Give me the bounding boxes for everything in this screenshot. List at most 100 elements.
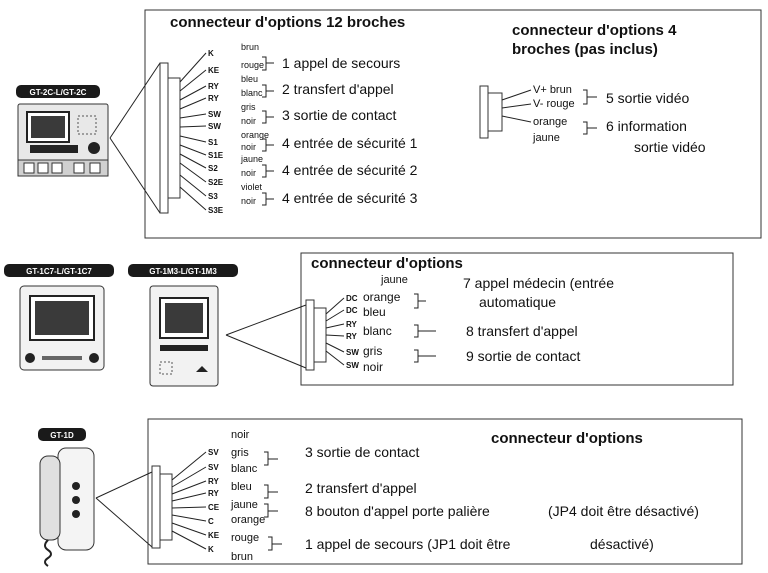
pin: RY	[208, 94, 219, 103]
pin: S2E	[208, 178, 224, 187]
function-labels: 7 appel médecin (entrée automatique 8 tr…	[463, 275, 614, 364]
pin: SW	[346, 361, 359, 370]
wire-color: noir	[241, 116, 256, 126]
function-label: 1 appel de secours	[282, 55, 400, 71]
sub-function: 6 information	[606, 118, 687, 134]
function-label: 8 transfert d'appel	[466, 323, 578, 339]
wire-lines	[171, 451, 207, 550]
pin: RY	[208, 477, 219, 486]
sub-wire: V+ brun	[533, 84, 572, 96]
pin-labels: K KE RY RY SW SW S1 S1E S2 S2E S3 S3E	[208, 49, 224, 215]
wire-color: noir	[241, 196, 256, 206]
connector-body	[159, 62, 169, 214]
wire-color: orange	[363, 290, 401, 304]
sub-function: 5 sortie vidéo	[606, 90, 689, 106]
wire-color: orange	[231, 514, 265, 526]
wire-color: brun	[241, 42, 259, 52]
wire-lines	[179, 52, 207, 211]
wire-color: noir	[231, 429, 250, 441]
sub-function: sortie vidéo	[634, 139, 706, 155]
pin: RY	[208, 82, 219, 91]
brackets	[264, 451, 282, 551]
connector-body	[305, 299, 315, 371]
pin: SW	[346, 348, 359, 357]
model-label: GT-1D	[50, 431, 74, 440]
pin: RY	[208, 489, 219, 498]
wire-color: rouge	[241, 60, 264, 70]
function-label: automatique	[479, 294, 556, 310]
pin: K	[208, 545, 214, 554]
model-badge	[16, 85, 100, 98]
wire-color: noir	[363, 360, 383, 374]
brackets	[262, 56, 274, 206]
wire-lines	[325, 297, 345, 366]
connector-body	[151, 465, 161, 549]
wire-color: jaune	[230, 499, 258, 511]
gt-1m3-device	[149, 285, 219, 387]
function-labels: 3 sortie de contact 2 transfert d'appel …	[305, 444, 699, 552]
pin: DC	[346, 306, 358, 315]
sub-title-2: broches (pas inclus)	[512, 41, 658, 58]
panel-gt-1d: GT-1D connecteur d'options SV SV RY RY C…	[38, 418, 743, 567]
panel1-title: connecteur d'options 12 broches	[170, 14, 405, 31]
panel3-title: connecteur d'options	[491, 430, 643, 447]
sub-wire: V- rouge	[533, 98, 575, 110]
sub-connector-4pin: connecteur d'options 4 broches (pas incl…	[479, 22, 706, 155]
wire-color: brun	[231, 551, 253, 563]
pin: S1E	[208, 151, 224, 160]
wire-color: noir	[241, 168, 256, 178]
panel3-frame	[147, 418, 743, 565]
function-label: 8 bouton d'appel porte palière	[305, 503, 490, 519]
wire-color: rouge	[231, 532, 259, 544]
panel2-frame	[300, 252, 734, 386]
model-badge	[4, 264, 114, 277]
pin: SV	[208, 463, 219, 472]
wire-color: noir	[241, 142, 256, 152]
wire-color: bleu	[231, 481, 252, 493]
pin: C	[208, 517, 214, 526]
panel2-title: connecteur d'options	[311, 255, 463, 272]
function-label: 1 appel de secours (JP1 doit être	[305, 536, 511, 552]
pin: S1	[208, 138, 218, 147]
pin: KE	[208, 66, 220, 75]
pin: S3	[208, 192, 218, 201]
model-label: GT-1C7-L/GT-1C7	[26, 267, 92, 276]
wire-colors: jaune orange bleu blanc gris noir	[363, 274, 408, 374]
function-label: 4 entrée de sécurité 2	[282, 162, 418, 178]
wire-color: gris	[363, 344, 382, 358]
sub-wire: orange	[533, 116, 567, 128]
brackets	[414, 293, 436, 363]
function-label: 3 sortie de contact	[305, 444, 420, 460]
pin: K	[208, 49, 214, 58]
function-label: 3 sortie de contact	[282, 107, 397, 123]
pin: KE	[208, 531, 220, 540]
panel1-frame	[144, 9, 762, 239]
pin-labels: DC DC RY RY SW SW	[346, 294, 359, 370]
pin: S2	[208, 164, 218, 173]
pin-labels: SV SV RY RY CE C KE K	[208, 448, 220, 554]
pin: RY	[346, 332, 357, 341]
wire-color: jaune	[380, 274, 408, 286]
function-label: (JP4 doit être désactivé)	[548, 503, 699, 519]
model-badge	[128, 264, 238, 277]
pin: SW	[208, 110, 221, 119]
function-labels: 1 appel de secours 2 transfert d'appel 3…	[282, 55, 418, 206]
wire-colors: noir gris blanc bleu jaune orange rouge …	[230, 429, 265, 563]
wire-color: gris	[231, 447, 249, 459]
function-label: 7 appel médecin (entrée	[463, 275, 614, 291]
gt-2c-device	[17, 103, 109, 177]
pin: RY	[346, 320, 357, 329]
wire-color: violet	[241, 182, 263, 192]
pin: SV	[208, 448, 219, 457]
wire-color: blanc	[363, 324, 392, 338]
wire-colors: brun rouge bleu blanc gris noir orange n…	[240, 42, 269, 206]
panel-gt-1c7-gt-1m3: GT-1C7-L/GT-1C7 GT-1M3-L/GT-1M3 connecte…	[4, 252, 734, 387]
gt-1d-handset	[39, 447, 95, 567]
model-label: GT-1M3-L/GT-1M3	[149, 267, 217, 276]
pin: CE	[208, 503, 220, 512]
wire-color: bleu	[363, 305, 386, 319]
gt-1c7-device	[19, 285, 105, 371]
pin: DC	[346, 294, 358, 303]
model-badge	[38, 428, 86, 441]
wire-color: jaune	[240, 154, 263, 164]
